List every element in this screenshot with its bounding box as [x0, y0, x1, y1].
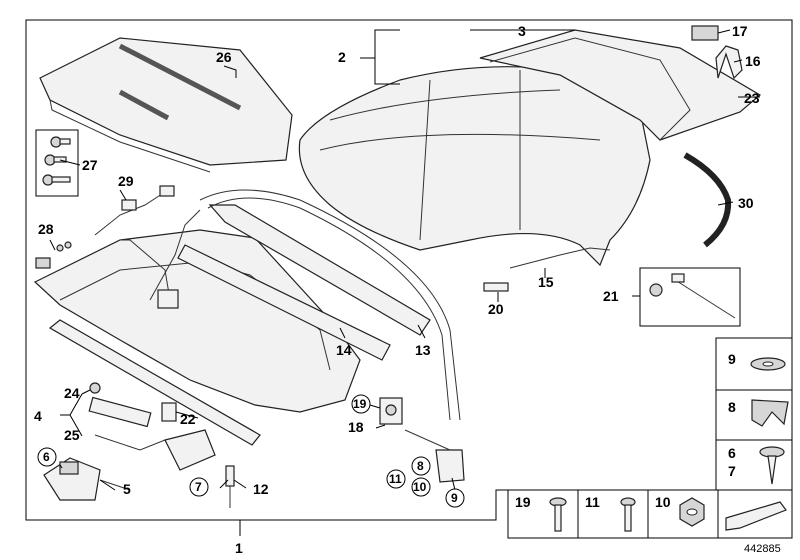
- part-2-soft-top: [298, 66, 651, 267]
- side-label-8: 8: [728, 399, 736, 415]
- side-label-6: 6: [728, 445, 736, 461]
- callout-23: 23: [744, 90, 760, 106]
- part-28-clips: [35, 241, 72, 269]
- bottom-label-11: 11: [585, 494, 600, 510]
- callout-10: 10: [413, 480, 427, 494]
- callout-20: 20: [488, 301, 504, 317]
- callout-19: 19: [353, 397, 367, 411]
- callout-28: 28: [38, 221, 54, 237]
- part-26-panel: [39, 37, 293, 173]
- callout-4: 4: [34, 408, 42, 424]
- callout-12: 12: [253, 481, 269, 497]
- callout-22: 22: [180, 411, 196, 427]
- callout-2: 2: [338, 49, 346, 65]
- figure-number: 442885: [744, 543, 781, 555]
- part-30-strip: [683, 152, 732, 248]
- callout-7: 7: [195, 480, 202, 494]
- part-20-pin: [483, 282, 509, 292]
- callout-5: 5: [123, 481, 131, 497]
- part-6-5-bracket: [43, 457, 131, 501]
- part-16: [715, 45, 743, 80]
- callout-14: 14: [336, 342, 352, 358]
- callout-15: 15: [538, 274, 554, 290]
- part-24-25-4-group: [88, 382, 166, 451]
- callout-29: 29: [118, 173, 134, 189]
- callout-21: 21: [603, 288, 619, 304]
- bottom-panel: [507, 489, 793, 539]
- part-1-frame: [33, 209, 361, 413]
- callout-30: 30: [738, 195, 754, 211]
- part-13-14-rails: [177, 189, 461, 421]
- part-21-box: [639, 267, 741, 327]
- bottom-label-19: 19: [515, 494, 531, 510]
- callout-9: 9: [451, 491, 458, 505]
- part-29-cable: [94, 185, 175, 236]
- leader-lines: [49, 29, 760, 536]
- side-label-7: 7: [728, 463, 736, 479]
- part-4-seal: [48, 319, 261, 446]
- callout-17: 17: [732, 23, 748, 39]
- callout-27: 27: [82, 157, 98, 173]
- callout-11: 11: [389, 472, 402, 486]
- part-3-23-window: [479, 29, 762, 141]
- side-panel: [715, 337, 793, 491]
- callout-24: 24: [64, 385, 80, 401]
- callout-25: 25: [64, 427, 80, 443]
- part-17: [691, 25, 719, 41]
- callout-18: 18: [348, 419, 364, 435]
- part-8-10-11-hinge: [404, 429, 465, 483]
- callout-circles: [37, 394, 465, 508]
- bottom-label-10: 10: [655, 494, 671, 510]
- side-label-9: 9: [728, 351, 736, 367]
- callout-26: 26: [216, 49, 232, 65]
- callout-16: 16: [745, 53, 761, 69]
- part-18-19-mount: [379, 397, 403, 425]
- callout-13: 13: [415, 342, 431, 358]
- part-15-cable: [509, 247, 611, 269]
- callout-1: 1: [235, 540, 243, 556]
- callout-8: 8: [417, 459, 424, 473]
- callout-6: 6: [43, 450, 50, 464]
- callout-3: 3: [518, 23, 526, 39]
- part-22: [161, 402, 177, 422]
- part-7-12-hinge: [164, 429, 235, 508]
